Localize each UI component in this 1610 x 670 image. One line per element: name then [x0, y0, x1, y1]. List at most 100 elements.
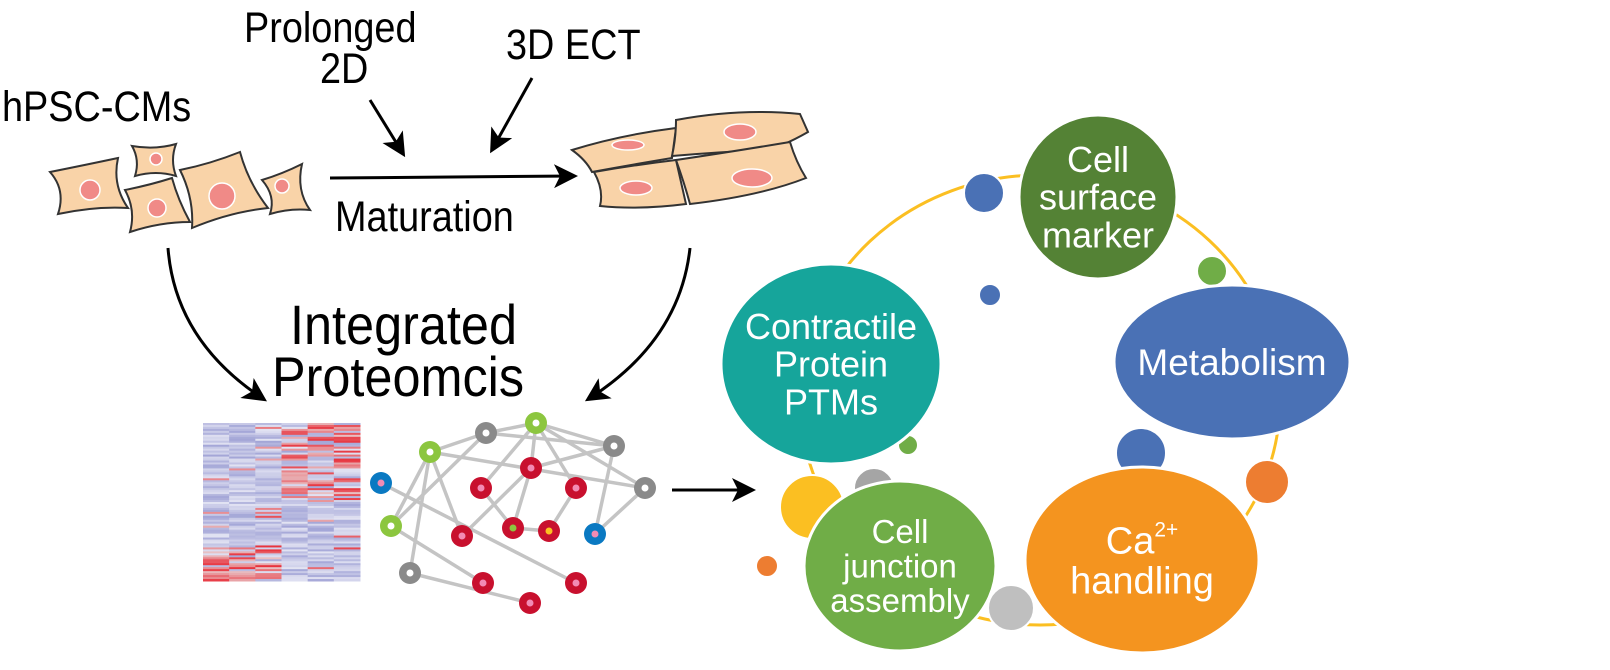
heatmap-cell: [203, 428, 230, 432]
heatmap-cell: [333, 547, 361, 550]
heatmap-cell: [281, 571, 309, 574]
heatmap-cell: [229, 423, 256, 426]
category-bubble: [802, 479, 998, 653]
heatmap-cell: [203, 478, 230, 481]
heatmap-cell: [229, 472, 256, 475]
heatmap-cell: [255, 446, 282, 450]
heatmap-cell: [229, 490, 256, 493]
heatmap-cell: [229, 438, 256, 442]
network-node-center: [532, 419, 540, 427]
heatmap-cell: [307, 555, 335, 558]
heatmap-cell: [203, 551, 230, 554]
heatmap-cell: [203, 567, 230, 570]
heatmap-cell: [333, 474, 361, 477]
heatmap-cell: [333, 436, 361, 440]
heatmap-cell: [307, 579, 335, 582]
heatmap-cell: [255, 573, 282, 576]
heatmap-cell: [333, 456, 361, 460]
heatmap-cell: [255, 490, 282, 493]
heatmap-cell: [255, 541, 282, 544]
heatmap-cell: [255, 543, 282, 546]
heatmap-cell: [203, 434, 230, 438]
network-edge: [390, 524, 484, 585]
heatmap-cell: [229, 517, 256, 521]
heatmap-cell: [307, 474, 335, 477]
heatmap-cell: [333, 484, 361, 487]
heatmap-cell: [333, 468, 361, 471]
heatmap-cell: [333, 569, 361, 572]
heatmap-cell: [307, 428, 335, 432]
heatmap-cell: [307, 563, 335, 566]
heatmap-cell: [281, 579, 309, 582]
heatmap-cell: [333, 575, 361, 578]
nucleus: [208, 182, 236, 210]
heatmap-cell: [255, 492, 282, 495]
heatmap-cell: [203, 474, 230, 477]
heatmap-cell: [333, 535, 361, 539]
decor-dot: [1196, 255, 1228, 287]
heatmap-cell: [203, 517, 230, 521]
heatmap-cell: [281, 484, 309, 487]
nucleus: [723, 123, 757, 141]
heatmap-cell: [307, 541, 335, 544]
heatmap-cell: [333, 494, 361, 497]
category-label: surface: [1039, 177, 1157, 218]
heatmap-cell: [255, 452, 282, 456]
heatmap-cell: [307, 539, 335, 542]
heatmap-cell: [307, 464, 335, 467]
heatmap-cell: [307, 517, 335, 521]
heatmap-cell: [307, 559, 335, 562]
heatmap-cell: [333, 430, 361, 434]
category-label: Contractile: [745, 306, 917, 347]
heatmap-cell: [229, 502, 256, 505]
heatmap-cell: [333, 500, 361, 503]
heatmap-cell: [281, 468, 309, 471]
heatmap-cell: [333, 496, 361, 499]
heatmap-cell: [281, 547, 309, 550]
heatmap-cell: [229, 444, 256, 448]
heatmap-cell: [203, 525, 230, 529]
heatmap-cell: [203, 464, 230, 467]
heatmap-cell: [203, 484, 230, 487]
heatmap-cell: [333, 511, 361, 515]
heatmap-cell: [203, 557, 230, 560]
heatmap-cell: [333, 490, 361, 493]
label-hpsc-cms: hPSC-CMs: [2, 83, 192, 131]
heatmap-cell: [255, 523, 282, 527]
heatmap-cell: [333, 480, 361, 483]
network-node-center: [482, 429, 490, 437]
heatmap-cell: [255, 531, 282, 535]
heatmap-cell: [333, 529, 361, 533]
heatmap-cell: [255, 529, 282, 533]
heatmap-cell: [281, 505, 309, 509]
heatmap-cell: [333, 507, 361, 511]
heatmap-cell: [281, 573, 309, 576]
heatmap-cell: [281, 545, 309, 548]
heatmap-cell: [255, 527, 282, 531]
heatmap-cell: [307, 430, 335, 434]
network-edge: [485, 431, 615, 448]
heatmap-cell: [307, 460, 335, 463]
label-integrated: Integrated: [290, 293, 517, 356]
heatmap-cell: [281, 511, 309, 515]
heatmap-cell: [229, 557, 256, 560]
nucleus: [731, 168, 773, 188]
heatmap-cell: [307, 498, 335, 501]
heatmap-cell: [229, 430, 256, 434]
heatmap-cell: [229, 503, 256, 507]
heatmap-cell: [281, 434, 309, 438]
heatmap-cell: [281, 460, 309, 463]
heatmap-cell: [307, 569, 335, 572]
label-prolonged: Prolonged: [244, 4, 417, 52]
heatmap-cell: [203, 531, 230, 535]
heatmap-cell: [281, 519, 309, 523]
heatmap-cell: [255, 428, 282, 432]
heatmap-cell: [307, 577, 335, 580]
category-bubble: [1023, 465, 1261, 655]
heatmap-cell: [281, 555, 309, 558]
heatmap-cell: [333, 509, 361, 513]
heatmap-cell: [281, 549, 309, 552]
heatmap-cell: [281, 442, 309, 446]
heatmap-cell: [229, 488, 256, 491]
